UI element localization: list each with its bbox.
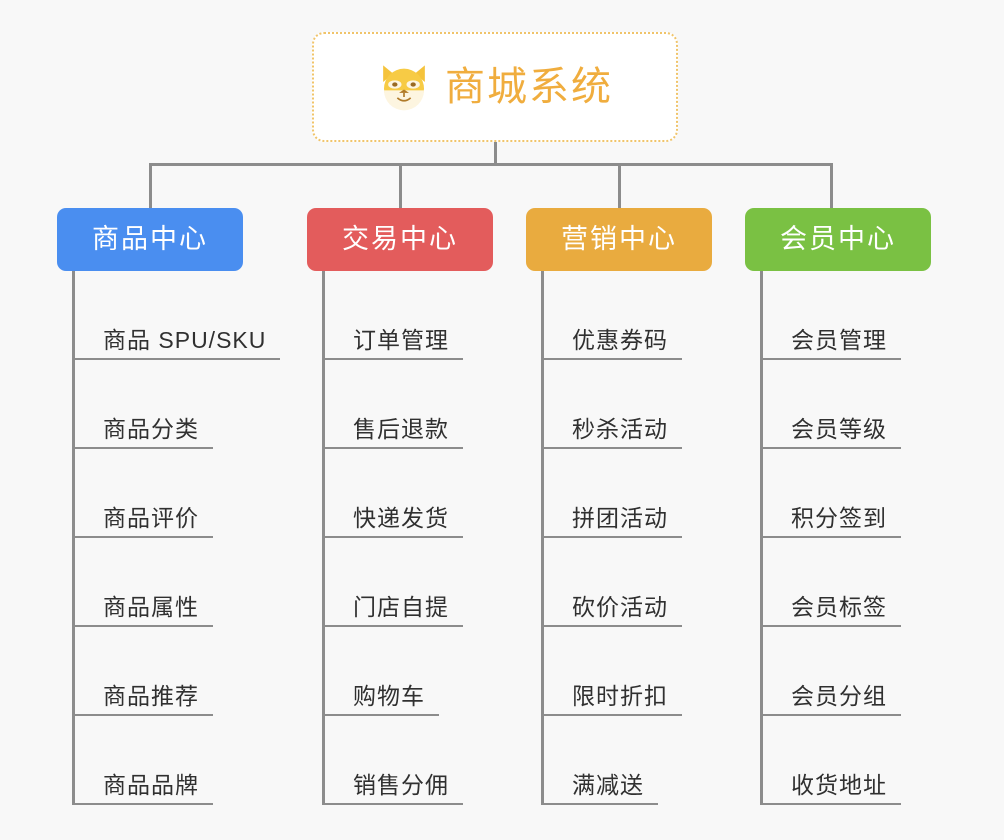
leaf-label: 销售分佣: [325, 772, 463, 805]
branch-header-2[interactable]: 交易中心: [307, 208, 493, 271]
branch-column-4: 会员中心 会员管理 会员等级 积分签到 会员标签 会员分组 收货地址: [745, 208, 931, 805]
leaf-label: 会员分组: [763, 683, 901, 716]
leaf-label: 商品属性: [75, 594, 213, 627]
leaf-label: 商品评价: [75, 505, 213, 538]
list-item[interactable]: 门店自提: [307, 538, 493, 627]
branch-header-label: 营销中心: [561, 224, 677, 254]
branch-column-1: 商品中心 商品 SPU/SKU 商品分类 商品评价 商品属性 商品推荐 商品品牌: [57, 208, 281, 805]
leaf-label: 限时折扣: [544, 683, 682, 716]
branch-column-2: 交易中心 订单管理 售后退款 快递发货 门店自提 购物车 销售分佣: [307, 208, 493, 805]
leaf-list-1: 商品 SPU/SKU 商品分类 商品评价 商品属性 商品推荐 商品品牌: [57, 271, 281, 805]
leaf-label: 砍价活动: [544, 594, 682, 627]
leaf-list-3: 优惠券码 秒杀活动 拼团活动 砍价活动 限时折扣 满减送: [526, 271, 712, 805]
list-item[interactable]: 商品分类: [57, 360, 243, 449]
leaf-spine: [760, 271, 763, 805]
list-item[interactable]: 购物车: [307, 627, 493, 716]
branch-header-3[interactable]: 营销中心: [526, 208, 712, 271]
list-item[interactable]: 售后退款: [307, 360, 493, 449]
connector-drop-3: [618, 163, 621, 209]
branch-header-4[interactable]: 会员中心: [745, 208, 931, 271]
connector-drop-2: [399, 163, 402, 209]
branch-header-label: 商品中心: [92, 224, 208, 254]
leaf-spine: [541, 271, 544, 805]
leaf-label: 会员管理: [763, 327, 901, 360]
list-item[interactable]: 砍价活动: [526, 538, 712, 627]
list-item[interactable]: 快递发货: [307, 449, 493, 538]
list-item[interactable]: 商品评价: [57, 449, 243, 538]
list-item[interactable]: 商品推荐: [57, 627, 243, 716]
leaf-label: 商品品牌: [75, 772, 213, 805]
list-item[interactable]: 会员分组: [745, 627, 931, 716]
list-item[interactable]: 会员等级: [745, 360, 931, 449]
connector-stem: [494, 142, 497, 166]
leaf-label: 购物车: [325, 683, 439, 716]
root-title: 商城系统: [445, 65, 613, 109]
connector-drop-1: [149, 163, 152, 209]
list-item[interactable]: 拼团活动: [526, 449, 712, 538]
leaf-label: 收货地址: [763, 772, 901, 805]
leaf-label: 拼团活动: [544, 505, 682, 538]
list-item[interactable]: 商品 SPU/SKU: [57, 271, 281, 360]
list-item[interactable]: 会员标签: [745, 538, 931, 627]
leaf-list-4: 会员管理 会员等级 积分签到 会员标签 会员分组 收货地址: [745, 271, 931, 805]
root-node[interactable]: 商城系统: [312, 32, 678, 142]
leaf-label: 满减送: [544, 772, 658, 805]
list-item[interactable]: 商品品牌: [57, 716, 243, 805]
list-item[interactable]: 积分签到: [745, 449, 931, 538]
leaf-label: 会员标签: [763, 594, 901, 627]
leaf-label: 积分签到: [763, 505, 901, 538]
list-item[interactable]: 会员管理: [745, 271, 931, 360]
list-item[interactable]: 优惠券码: [526, 271, 712, 360]
list-item[interactable]: 限时折扣: [526, 627, 712, 716]
branch-header-1[interactable]: 商品中心: [57, 208, 243, 271]
leaf-label: 售后退款: [325, 416, 463, 449]
list-item[interactable]: 订单管理: [307, 271, 493, 360]
leaf-label: 门店自提: [325, 594, 463, 627]
branch-header-label: 会员中心: [780, 224, 896, 254]
connector-bar: [149, 163, 833, 166]
list-item[interactable]: 满减送: [526, 716, 712, 805]
leaf-label: 商品 SPU/SKU: [75, 327, 281, 360]
leaf-spine: [72, 271, 75, 805]
leaf-label: 秒杀活动: [544, 416, 682, 449]
leaf-label: 优惠券码: [544, 327, 682, 360]
leaf-label: 商品分类: [75, 416, 213, 449]
leaf-list-2: 订单管理 售后退款 快递发货 门店自提 购物车 销售分佣: [307, 271, 493, 805]
leaf-label: 订单管理: [325, 327, 463, 360]
list-item[interactable]: 商品属性: [57, 538, 243, 627]
list-item[interactable]: 收货地址: [745, 716, 931, 805]
shiba-dog-face-icon: [383, 65, 425, 111]
connector-drop-4: [830, 163, 833, 209]
leaf-label: 商品推荐: [75, 683, 213, 716]
branch-header-label: 交易中心: [342, 224, 458, 254]
leaf-spine: [322, 271, 325, 805]
leaf-label: 快递发货: [325, 505, 463, 538]
branch-column-3: 营销中心 优惠券码 秒杀活动 拼团活动 砍价活动 限时折扣 满减送: [526, 208, 712, 805]
leaf-label: 会员等级: [763, 416, 901, 449]
list-item[interactable]: 秒杀活动: [526, 360, 712, 449]
list-item[interactable]: 销售分佣: [307, 716, 493, 805]
